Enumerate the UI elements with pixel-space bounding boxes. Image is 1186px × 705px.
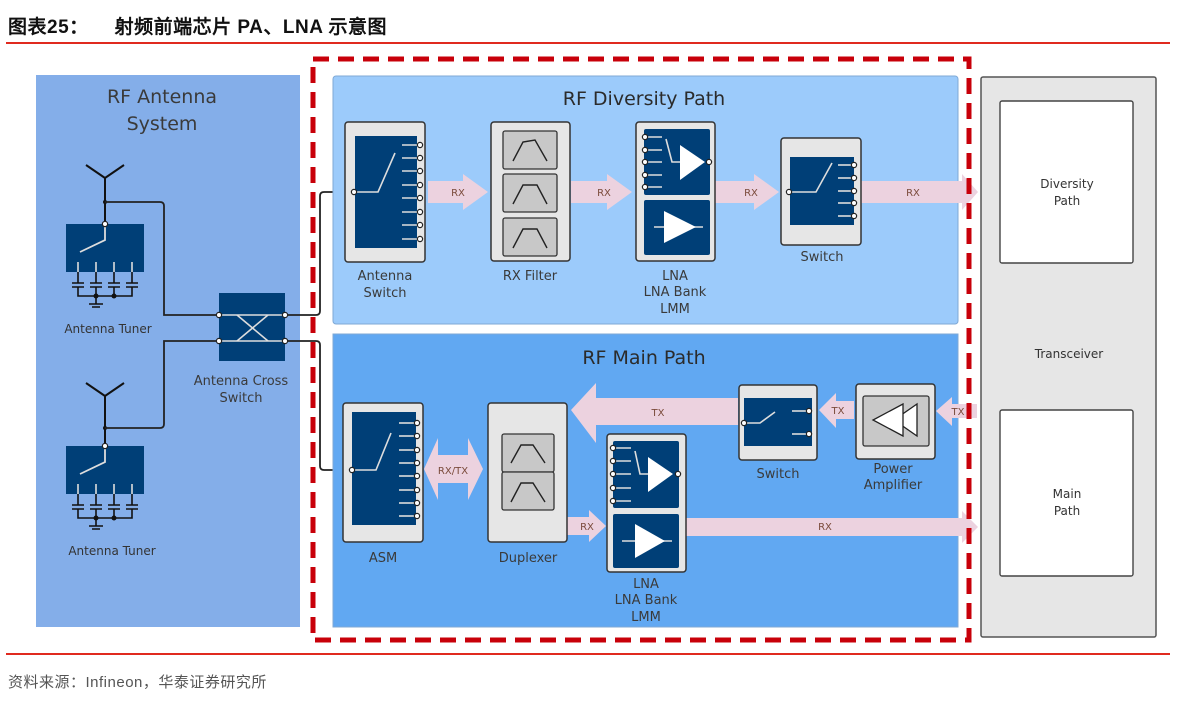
transceiver-block: Diversity Path Transceiver Main Path [980,76,1157,638]
cross-switch-label-2: Switch [220,391,263,406]
antenna-tuner-bottom-label: Antenna Tuner [68,544,155,558]
lna-diversity-module: LNA LNA Bank LMM [635,121,716,317]
arrow-label-tx: TX [831,406,845,417]
power-amplifier-module: Power Amplifier [855,383,936,493]
bandpass-icon [512,139,548,249]
antenna-switch-module: Antenna Switch [344,121,426,301]
asm-module: ASM [342,402,424,566]
power-amplifier-icon [871,402,918,438]
rx-filter-label: RX Filter [503,269,558,284]
transceiver-main-path [999,409,1134,577]
transceiver-label: Transceiver [1034,347,1104,361]
transceiver-diversity-label-1: Diversity [1040,177,1093,191]
lna-label-1: LNA [662,269,688,284]
transceiver-main-label-1: Main [1053,487,1082,501]
figure-caption: 射频前端芯片 PA、LNA 示意图 [114,17,388,38]
title-rule [6,42,1170,44]
arrow-label-rxtx: RX/TX [438,466,468,477]
figure-source: 资料来源：Infineon，华泰证券研究所 [8,674,267,691]
lna-label-2: LNA Bank [644,285,707,300]
antenna-switch-label-2: Switch [364,286,407,301]
transceiver-diversity-path [999,100,1134,264]
arrow-label-rx: RX [906,188,920,199]
amplifier-icon [664,211,696,243]
antenna-switch-label-1: Antenna [358,269,413,284]
arrow-label-tx: TX [951,407,965,418]
bandpass-icon [510,444,546,503]
antenna-icon [85,382,125,446]
antenna-system-title-1: RF Antenna [107,86,217,108]
pa-label-1: Power [873,462,913,477]
antenna-tuner-bottom: Antenna Tuner [66,442,156,558]
diversity-switch-module: Switch [780,137,862,265]
lna-main-module: LNA LNA Bank LMM [606,433,687,625]
arrow-label-rx: RX [818,522,832,533]
arrow-label-rx: RX [597,188,611,199]
diversity-arrows [428,174,978,210]
main-switch-module: Switch [738,384,818,482]
arrow-label-rx: RX [580,522,594,533]
antenna-wires [105,191,352,471]
figure-number: 图表25： [8,17,89,38]
transceiver-main-label-2: Path [1054,504,1080,518]
diversity-path-title: RF Diversity Path [563,88,725,110]
duplexer-module: Duplexer [487,402,568,566]
highlight-dashed-frame [310,56,972,643]
arrow-label-rx: RX [744,188,758,199]
arrow-label-rx: RX [451,188,465,199]
antenna-cross-switch: Antenna Cross Switch [194,293,289,406]
figure-title: 图表25： 射频前端芯片 PA、LNA 示意图 [8,12,387,39]
amplifier-icon [635,524,665,558]
arrow-label-tx: TX [651,408,665,419]
footer-rule [6,653,1170,655]
cross-switch-label-1: Antenna Cross [194,374,289,389]
pa-label-2: Amplifier [864,478,923,493]
main-switch-label: Switch [757,467,800,482]
diversity-switch-label: Switch [801,250,844,265]
asm-label: ASM [369,551,397,566]
rx-filter-module: RX Filter [490,121,571,284]
lna-label-1: LNA [633,577,659,592]
antenna-system-title-2: System [127,113,198,135]
lna-label-3: LMM [660,302,690,317]
lna-label-3: LMM [631,610,661,625]
main-path-title: RF Main Path [582,347,705,369]
transceiver-diversity-label-2: Path [1054,194,1080,208]
duplexer-label: Duplexer [499,551,558,566]
antenna-tuner-top-label: Antenna Tuner [64,322,151,336]
antenna-tuner-top: Antenna Tuner [64,220,152,336]
lna-label-2: LNA Bank [615,593,678,608]
